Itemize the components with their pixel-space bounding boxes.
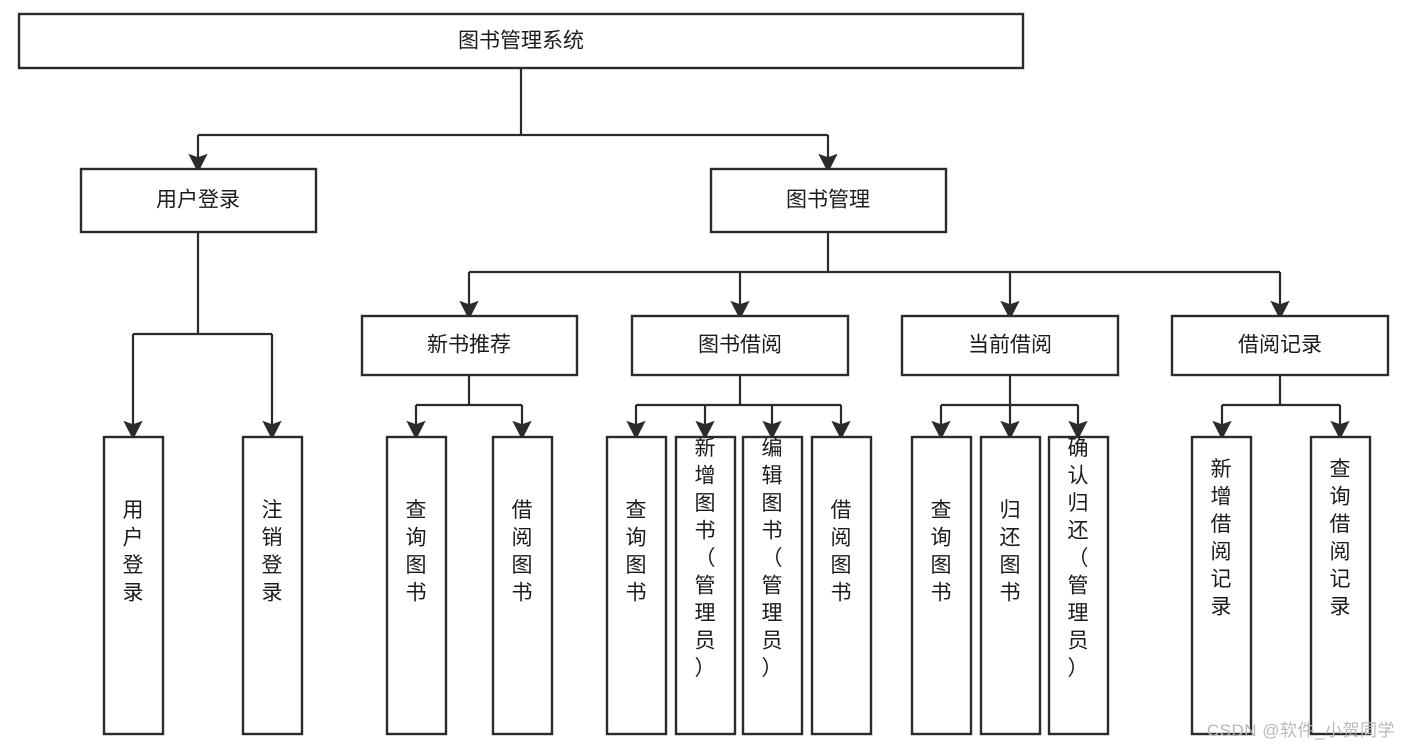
leaf-current-borrow-1-label: 查询图书: [931, 499, 952, 605]
node-current-borrow-box[interactable]: [900, 314, 1120, 377]
leaf-user-login-1[interactable]: 用户登录: [102, 435, 165, 736]
node-current-borrow[interactable]: 当前借阅: [900, 314, 1120, 377]
leaf-borrow-record-2[interactable]: 查询借阅记录: [1309, 435, 1372, 736]
leaf-current-borrow-3-box[interactable]: [1047, 435, 1110, 736]
leaf-borrow-record-2-box[interactable]: [1309, 435, 1372, 736]
leaf-book-borrow-4[interactable]: 借阅图书: [810, 435, 873, 736]
node-new-book-recommend[interactable]: 新书推荐: [360, 314, 579, 377]
node-new-book-recommend-box[interactable]: [360, 314, 579, 377]
leaf-current-borrow-2-box[interactable]: [979, 435, 1042, 736]
leaf-new-book-1[interactable]: 查询图书: [385, 435, 448, 736]
node-book-borrow-box[interactable]: [630, 314, 850, 377]
leaf-borrow-record-1-label: 新增借阅记录: [1211, 458, 1232, 619]
node-user-login-box[interactable]: [79, 167, 318, 234]
leaf-current-borrow-2-label: 归还图书: [1000, 499, 1021, 605]
leaf-new-book-1-label: 查询图书: [406, 499, 427, 605]
leaf-current-borrow-3[interactable]: 确认归还（管理员）: [1047, 435, 1110, 736]
leaf-new-book-2-label: 借阅图书: [512, 499, 533, 605]
node-borrow-record-box[interactable]: [1170, 314, 1390, 377]
node-root-box[interactable]: [17, 12, 1025, 70]
node-user-login[interactable]: 用户登录: [79, 167, 318, 234]
leaf-user-login-2[interactable]: 注销登录: [241, 435, 304, 736]
node-current-borrow-label: 当前借阅: [968, 334, 1052, 357]
leaf-current-borrow-3-label: 确认归还（管理员）: [1068, 437, 1089, 680]
node-root[interactable]: 图书管理系统: [17, 12, 1025, 70]
leaf-book-borrow-1-box[interactable]: [605, 435, 668, 736]
leaf-new-book-1-box[interactable]: [385, 435, 448, 736]
leaf-book-borrow-2-box[interactable]: [674, 435, 737, 736]
node-new-book-recommend-label: 新书推荐: [427, 334, 511, 357]
leaf-user-login-2-label: 注销登录: [262, 499, 283, 605]
leaf-book-borrow-4-box[interactable]: [810, 435, 873, 736]
leaf-book-borrow-3[interactable]: 编辑图书（管理员）: [741, 435, 804, 736]
leaf-book-borrow-3-box[interactable]: [741, 435, 804, 736]
node-book-manage-label: 图书管理: [786, 189, 870, 212]
node-borrow-record-label: 借阅记录: [1238, 334, 1322, 357]
node-root-label: 图书管理系统: [458, 30, 584, 53]
node-book-borrow[interactable]: 图书借阅: [630, 314, 850, 377]
leaf-user-login-1-box[interactable]: [102, 435, 165, 736]
leaf-book-borrow-1[interactable]: 查询图书: [605, 435, 668, 736]
leaf-book-borrow-4-label: 借阅图书: [831, 499, 852, 605]
leaf-current-borrow-1-box[interactable]: [910, 435, 973, 736]
leaf-current-borrow-2[interactable]: 归还图书: [979, 435, 1042, 736]
leaf-borrow-record-1-box[interactable]: [1190, 435, 1253, 736]
connector-group: [123, 68, 1350, 440]
leaf-book-borrow-2-label: 新增图书（管理员）: [695, 437, 716, 680]
node-book-borrow-label: 图书借阅: [698, 334, 782, 357]
node-user-login-label: 用户登录: [156, 189, 240, 212]
node-borrow-record[interactable]: 借阅记录: [1170, 314, 1390, 377]
leaf-book-borrow-2[interactable]: 新增图书（管理员）: [674, 435, 737, 736]
leaf-book-borrow-3-label: 编辑图书（管理员）: [762, 437, 783, 680]
leaf-user-login-1-label: 用户登录: [123, 499, 144, 605]
node-book-manage-box[interactable]: [709, 167, 948, 234]
leaf-borrow-record-2-label: 查询借阅记录: [1330, 458, 1351, 619]
node-book-manage[interactable]: 图书管理: [709, 167, 948, 234]
leaf-borrow-record-1[interactable]: 新增借阅记录: [1190, 435, 1253, 736]
leaf-book-borrow-1-label: 查询图书: [626, 499, 647, 605]
leaf-user-login-2-box[interactable]: [241, 435, 304, 736]
leaf-new-book-2-box[interactable]: [491, 435, 554, 736]
leaf-current-borrow-1[interactable]: 查询图书: [910, 435, 973, 736]
leaf-new-book-2[interactable]: 借阅图书: [491, 435, 554, 736]
